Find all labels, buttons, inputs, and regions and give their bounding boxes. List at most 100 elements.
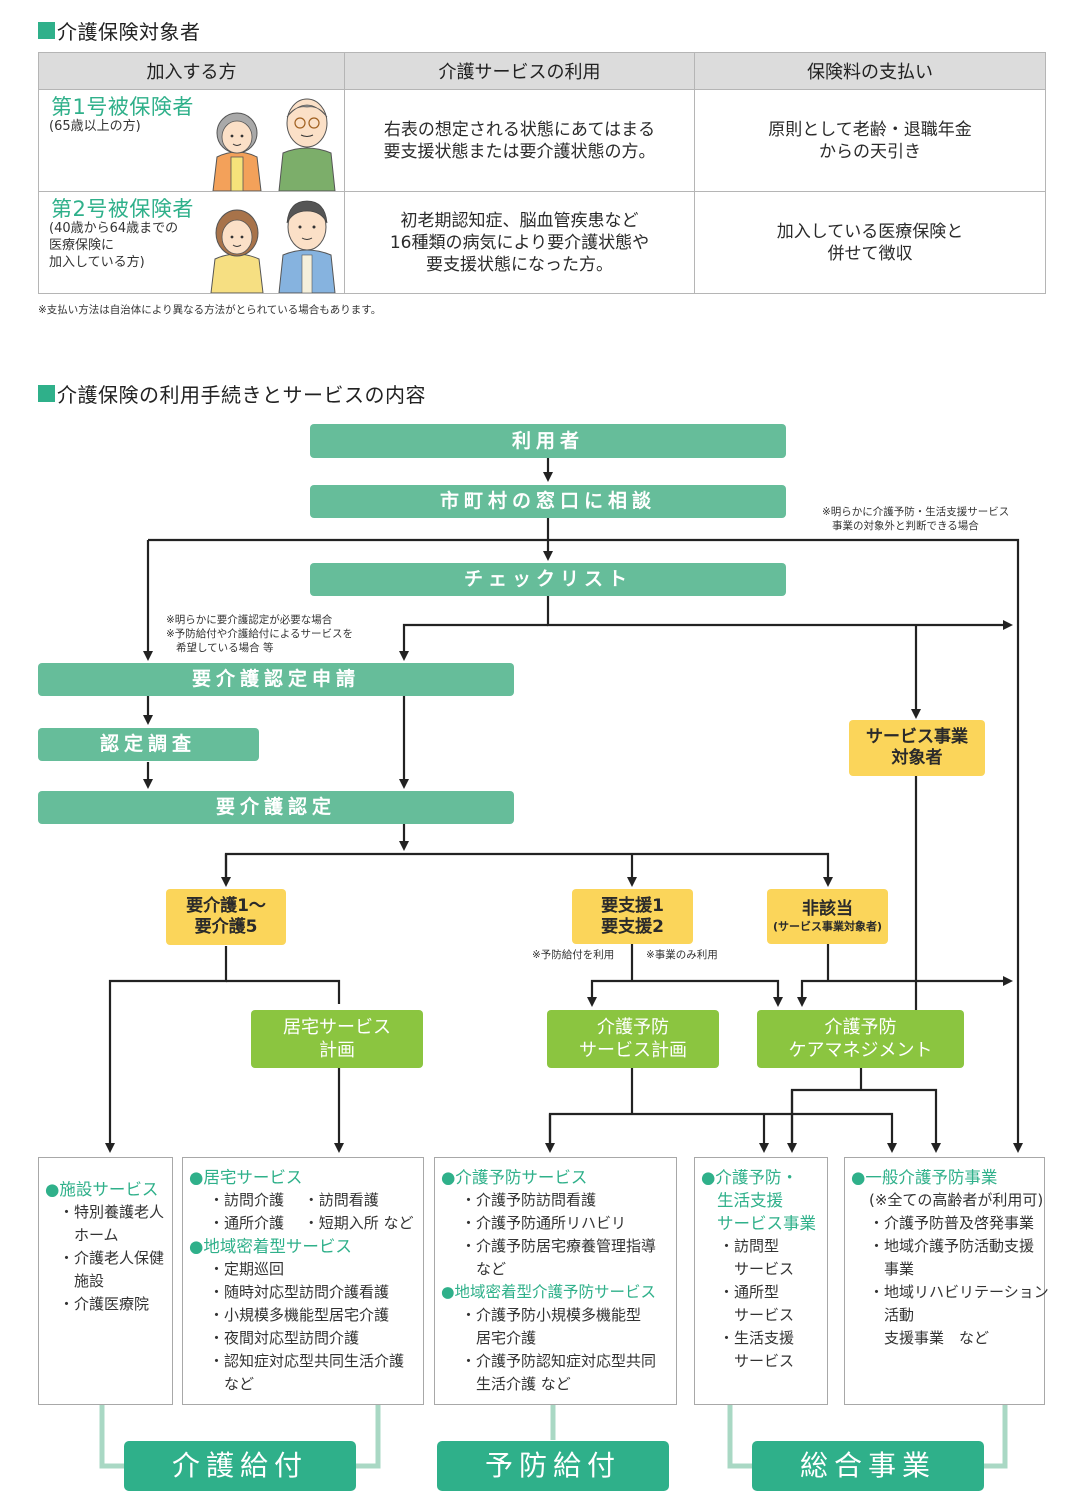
prevent-caremgmt-box: 介護予防 ケアマネジメント bbox=[757, 1010, 964, 1068]
arrow-none-caremgmt bbox=[797, 979, 828, 1007]
table-row: 第2号被保険者 (40歳から64歳までの 医療保険に 加入している方) 初老期認… bbox=[38, 191, 1046, 294]
facility-service-box: ●施設サービス ・特別養護老人 ホーム ・介護老人保健 施設 ・介護医療院 bbox=[38, 1157, 173, 1405]
payment-cell: 加入している医療保険と 併せて徴収 bbox=[694, 191, 1046, 294]
title-square-icon bbox=[38, 385, 55, 402]
section-title-text: 介護保険対象者 bbox=[57, 20, 201, 44]
payment-footnote: ※支払い方法は自治体により異なる方法がとられている場合もあります。 bbox=[38, 304, 382, 316]
payment-line: 原則として老齢・退職年金 bbox=[768, 119, 972, 140]
bullet-dot-icon: ● bbox=[701, 1168, 716, 1187]
service-item: ・特別養護老人 bbox=[59, 1203, 165, 1221]
box-line: 要介護5 bbox=[194, 917, 258, 937]
prevent-service-box: ●介護予防サービス ・介護予防訪問看護 ・介護予防通所リハビリ ・介護予防居宅療… bbox=[434, 1157, 677, 1405]
line-outside-general bbox=[148, 538, 1023, 1153]
section-title-text: 介護保険の利用手続きとサービスの内容 bbox=[57, 383, 426, 407]
box-line: 介護予防 bbox=[597, 1017, 669, 1038]
service-item: サービス bbox=[719, 1306, 795, 1324]
line-levels bbox=[224, 852, 833, 887]
header-who: 加入する方 bbox=[38, 52, 345, 90]
service-heading: 生活支援 bbox=[717, 1191, 783, 1210]
usage-line: 右表の想定される状態にあてはまる bbox=[383, 119, 656, 140]
service-item: 居宅介護 bbox=[461, 1329, 537, 1347]
service-item: ・地域介護予防活動支援 bbox=[869, 1237, 1035, 1255]
box-line: 要支援2 bbox=[601, 916, 664, 937]
elderly-couple-illustration bbox=[212, 98, 336, 191]
service-item: ・介護老人保健 bbox=[59, 1249, 165, 1267]
bullet-dot-icon: ● bbox=[441, 1168, 456, 1187]
service-item: ・介護予防居宅療養管理指導 bbox=[461, 1237, 657, 1255]
service-item: サービス bbox=[719, 1260, 795, 1278]
not-applicable-box: 非該当 (サービス事業対象者) bbox=[767, 889, 888, 944]
service-item: など bbox=[209, 1375, 255, 1393]
section-title-flow: 介護保険の利用手続きとサービスの内容 bbox=[38, 379, 426, 408]
step-survey: 認定調査 bbox=[38, 728, 259, 761]
service-item: (※全ての高齢者が利用可) bbox=[869, 1191, 1044, 1209]
step-consult: 市町村の窓口に相談 bbox=[310, 485, 786, 518]
arrow-checklist-apply bbox=[399, 623, 548, 661]
insured-type-sub: 加入している方) bbox=[49, 255, 145, 270]
who-cell: 第2号被保険者 (40歳から64歳までの 医療保険に 加入している方) bbox=[38, 191, 345, 294]
box-subline: (サービス事業対象者) bbox=[772, 920, 883, 933]
note-line: ※明らかに介護予防・生活支援サービス bbox=[822, 506, 1010, 518]
box-line: サービス事業 bbox=[866, 727, 968, 747]
line-preventplan-services bbox=[548, 1112, 897, 1153]
service-item: 支援事業 など bbox=[869, 1329, 990, 1347]
note-outside: ※明らかに介護予防・生活支援サービス 事業の対象外と判断できる場合 bbox=[822, 505, 1009, 533]
heading-text: 居宅サービス bbox=[203, 1168, 303, 1187]
line-caremgmt-services bbox=[790, 1088, 941, 1153]
service-heading: ●施設サービス bbox=[45, 1178, 172, 1201]
service-item: 施設 bbox=[59, 1272, 105, 1290]
business-target-box: サービス事業 対象者 bbox=[849, 720, 985, 776]
usage-cell: 右表の想定される状態にあてはまる 要支援状態または要介護状態の方。 bbox=[344, 89, 695, 192]
service-item: ・通所介護 ・短期入所 など bbox=[209, 1214, 414, 1232]
service-item: ・介護医療院 bbox=[59, 1295, 150, 1313]
service-item: ・生活支援 bbox=[719, 1329, 795, 1347]
service-item: ・夜間対応型訪問介護 bbox=[209, 1329, 360, 1347]
service-item: サービス bbox=[719, 1352, 795, 1370]
service-item: ・地域リハビリテーション bbox=[869, 1283, 1049, 1301]
who-cell: 第1号被保険者 (65歳以上の方) bbox=[38, 89, 345, 192]
heading-text: 地域密着型介護予防サービス bbox=[454, 1283, 657, 1301]
arrow-care-facility bbox=[105, 946, 228, 1153]
service-item: ・小規模多機能型居宅介護 bbox=[209, 1306, 390, 1324]
service-item: ・介護予防通所リハビリ bbox=[461, 1214, 627, 1232]
step-checklist: チェックリスト bbox=[310, 563, 786, 596]
note-need-cert: ※明らかに要介護認定が必要な場合 ※予防給付や介護給付によるサービスを 希望して… bbox=[166, 613, 353, 655]
service-heading: ●介護予防サービス bbox=[441, 1166, 676, 1189]
benefit-prevention: 予防給付 bbox=[437, 1441, 669, 1491]
insured-type-name: 第2号被保険者 bbox=[51, 197, 194, 221]
prevent-service-plan-box: 介護予防 サービス計画 bbox=[547, 1010, 719, 1068]
usage-line: 要支援状態になった方。 bbox=[426, 254, 613, 275]
care-level-box: 要介護1〜 要介護5 bbox=[166, 889, 286, 945]
line-care-homeplan bbox=[226, 979, 341, 1004]
heading-text: 地域密着型サービス bbox=[203, 1237, 352, 1256]
payment-line: 加入している医療保険と bbox=[776, 221, 964, 242]
service-item: ホーム bbox=[59, 1226, 119, 1244]
service-heading: ●介護予防・ bbox=[701, 1166, 827, 1189]
table-header-row: 加入する方 介護サービスの利用 保険料の支払い bbox=[38, 52, 1046, 90]
service-item: ・介護予防小規模多機能型 bbox=[461, 1306, 642, 1324]
service-item: 活動 bbox=[869, 1306, 915, 1324]
insured-type-sub: (40歳から64歳までの bbox=[49, 221, 179, 236]
service-item: ・介護予防普及啓発事業 bbox=[869, 1214, 1035, 1232]
service-heading: ●地域密着型介護予防サービス bbox=[441, 1281, 676, 1304]
note-prevent-use: ※予防給付を利用 bbox=[532, 949, 615, 961]
note-line: ※明らかに要介護認定が必要な場合 bbox=[166, 614, 333, 626]
box-line: 非該当 bbox=[802, 899, 853, 919]
support-service-box: ●介護予防・ 生活支援 サービス事業 ・訪問型 サービス ・通所型 サービス ・… bbox=[694, 1157, 828, 1405]
service-heading: サービス事業 bbox=[717, 1214, 816, 1233]
support-level-box: 要支援1 要支援2 bbox=[572, 889, 693, 944]
note-line: 事業の対象外と判断できる場合 bbox=[832, 520, 979, 532]
insured-type-name: 第1号被保険者 bbox=[51, 95, 194, 119]
box-line: 対象者 bbox=[891, 748, 943, 768]
service-item: ・訪問型 bbox=[719, 1237, 780, 1255]
general-prevention-box: ●一般介護予防事業 (※全ての高齢者が利用可) ・介護予防普及啓発事業 ・地域介… bbox=[844, 1157, 1049, 1405]
heading-text: 介護予防・ bbox=[715, 1168, 798, 1187]
box-line: サービス計画 bbox=[579, 1040, 687, 1061]
heading-text: 一般介護予防事業 bbox=[865, 1168, 998, 1187]
bullet-dot-icon: ● bbox=[189, 1168, 204, 1187]
bullet-dot-icon: ● bbox=[851, 1168, 866, 1187]
benefit-brackets bbox=[99, 1405, 1008, 1469]
usage-line: 要支援状態または要介護状態の方。 bbox=[383, 141, 656, 162]
section-title-insured: 介護保険対象者 bbox=[38, 16, 201, 45]
